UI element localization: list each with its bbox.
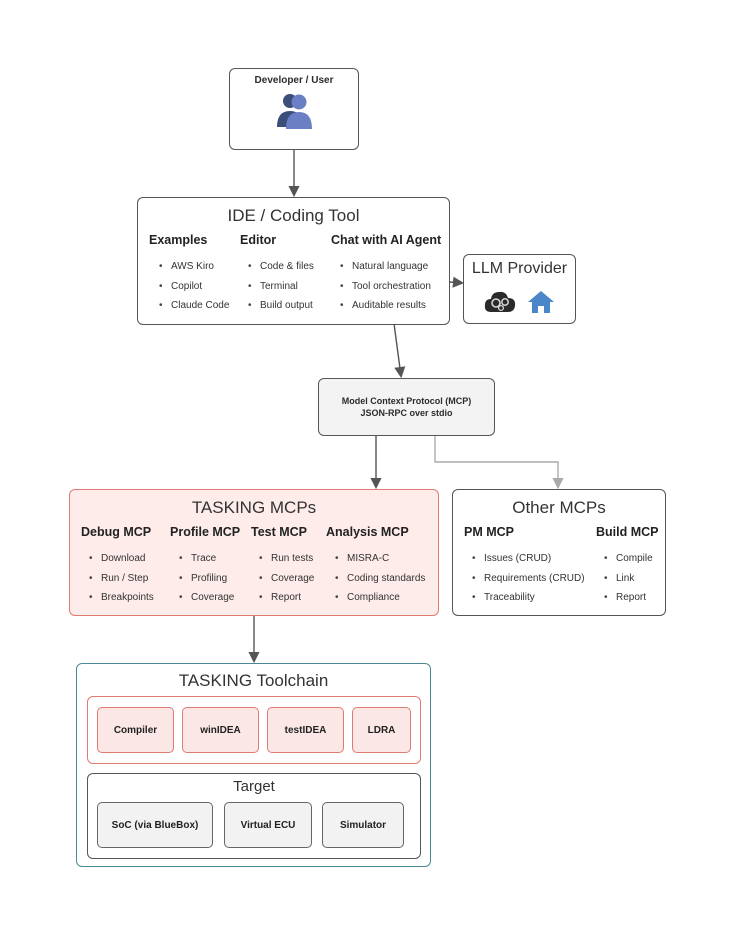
list-item: Auditable results bbox=[340, 296, 431, 316]
tasking-col-heading: Analysis MCP bbox=[326, 525, 409, 539]
ide-col-list: AWS Kiro Copilot Claude Code bbox=[159, 257, 229, 316]
list-item: Tool orchestration bbox=[340, 277, 431, 297]
list-item: Natural language bbox=[340, 257, 431, 277]
arrow-mcp-to-other bbox=[434, 436, 564, 490]
tasking-col-list: MISRA-C Coding standards Compliance bbox=[335, 549, 425, 608]
developer-user-box: Developer / User bbox=[229, 68, 359, 150]
other-mcps-box: Other MCPs PM MCP Issues (CRUD) Requirem… bbox=[452, 489, 666, 616]
tasking-col-list: Download Run / Step Breakpoints bbox=[89, 549, 154, 608]
list-item: Compliance bbox=[335, 588, 425, 608]
llm-provider-title: LLM Provider bbox=[471, 260, 568, 277]
list-item: Issues (CRUD) bbox=[472, 549, 585, 569]
tasking-mcps-title: TASKING MCPs bbox=[191, 498, 317, 517]
tool-winidea: winIDEA bbox=[182, 707, 259, 753]
mcp-line1: Model Context Protocol (MCP) bbox=[341, 396, 472, 406]
list-item: Profiling bbox=[179, 569, 234, 589]
tool-compiler: Compiler bbox=[97, 707, 174, 753]
list-item: Requirements (CRUD) bbox=[472, 569, 585, 589]
list-item: Compile bbox=[604, 549, 653, 569]
ide-col-list: Natural language Tool orchestration Audi… bbox=[340, 257, 431, 316]
ide-col-heading: Examples bbox=[149, 233, 208, 247]
ide-col-list: Code & files Terminal Build output bbox=[248, 257, 314, 316]
other-col-list: Compile Link Report bbox=[604, 549, 653, 608]
openai-gear-cloud-icon bbox=[484, 291, 516, 312]
tool-ldra: LDRA bbox=[352, 707, 411, 753]
developer-user-label: Developer / User bbox=[254, 75, 334, 86]
other-mcps-title: Other MCPs bbox=[512, 498, 606, 517]
list-item: Copilot bbox=[159, 277, 229, 297]
other-col-heading: Build MCP bbox=[596, 525, 659, 539]
list-item: Coverage bbox=[259, 569, 314, 589]
list-item: Run tests bbox=[259, 549, 314, 569]
ide-title: IDE / Coding Tool bbox=[227, 206, 360, 225]
list-item: Traceability bbox=[472, 588, 585, 608]
list-item: AWS Kiro bbox=[159, 257, 229, 277]
tasking-col-heading: Profile MCP bbox=[170, 525, 241, 539]
tasking-toolchain-box: TASKING Toolchain Compiler winIDEA testI… bbox=[76, 663, 431, 867]
list-item: Claude Code bbox=[159, 296, 229, 316]
list-item: Code & files bbox=[248, 257, 314, 277]
tasking-col-list: Trace Profiling Coverage bbox=[179, 549, 234, 608]
mcp-line2: JSON-RPC over stdio bbox=[360, 408, 453, 418]
list-item: Report bbox=[604, 588, 653, 608]
target-title: Target bbox=[233, 778, 275, 795]
tasking-mcps-box: TASKING MCPs Debug MCP Download Run / St… bbox=[69, 489, 439, 616]
users-icon bbox=[277, 94, 312, 129]
tasking-col-heading: Debug MCP bbox=[81, 525, 152, 539]
target-virtual-ecu: Virtual ECU bbox=[224, 802, 312, 848]
tasking-toolchain-title: TASKING Toolchain bbox=[178, 671, 329, 690]
list-item: Coding standards bbox=[335, 569, 425, 589]
house-icon bbox=[528, 291, 554, 313]
ide-col-heading: Chat with AI Agent bbox=[331, 233, 442, 247]
list-item: Report bbox=[259, 588, 314, 608]
tasking-col-heading: Test MCP bbox=[251, 525, 308, 539]
list-item: MISRA-C bbox=[335, 549, 425, 569]
list-item: Run / Step bbox=[89, 569, 154, 589]
tasking-col-list: Run tests Coverage Report bbox=[259, 549, 314, 608]
mcp-box: Model Context Protocol (MCP) JSON-RPC ov… bbox=[318, 378, 495, 436]
other-col-list: Issues (CRUD) Requirements (CRUD) Tracea… bbox=[472, 549, 585, 608]
arrow-ide-to-mcp bbox=[392, 315, 406, 379]
llm-provider-box: LLM Provider bbox=[463, 254, 576, 324]
list-item: Download bbox=[89, 549, 154, 569]
tool-testidea: testIDEA bbox=[267, 707, 344, 753]
other-col-heading: PM MCP bbox=[464, 525, 514, 539]
list-item: Trace bbox=[179, 549, 234, 569]
ide-box: IDE / Coding Tool Examples AWS Kiro Copi… bbox=[137, 197, 450, 325]
list-item: Build output bbox=[248, 296, 314, 316]
target-soc: SoC (via BlueBox) bbox=[97, 802, 213, 848]
list-item: Coverage bbox=[179, 588, 234, 608]
list-item: Terminal bbox=[248, 277, 314, 297]
target-simulator: Simulator bbox=[322, 802, 404, 848]
list-item: Breakpoints bbox=[89, 588, 154, 608]
ide-col-heading: Editor bbox=[240, 233, 277, 247]
list-item: Link bbox=[604, 569, 653, 589]
